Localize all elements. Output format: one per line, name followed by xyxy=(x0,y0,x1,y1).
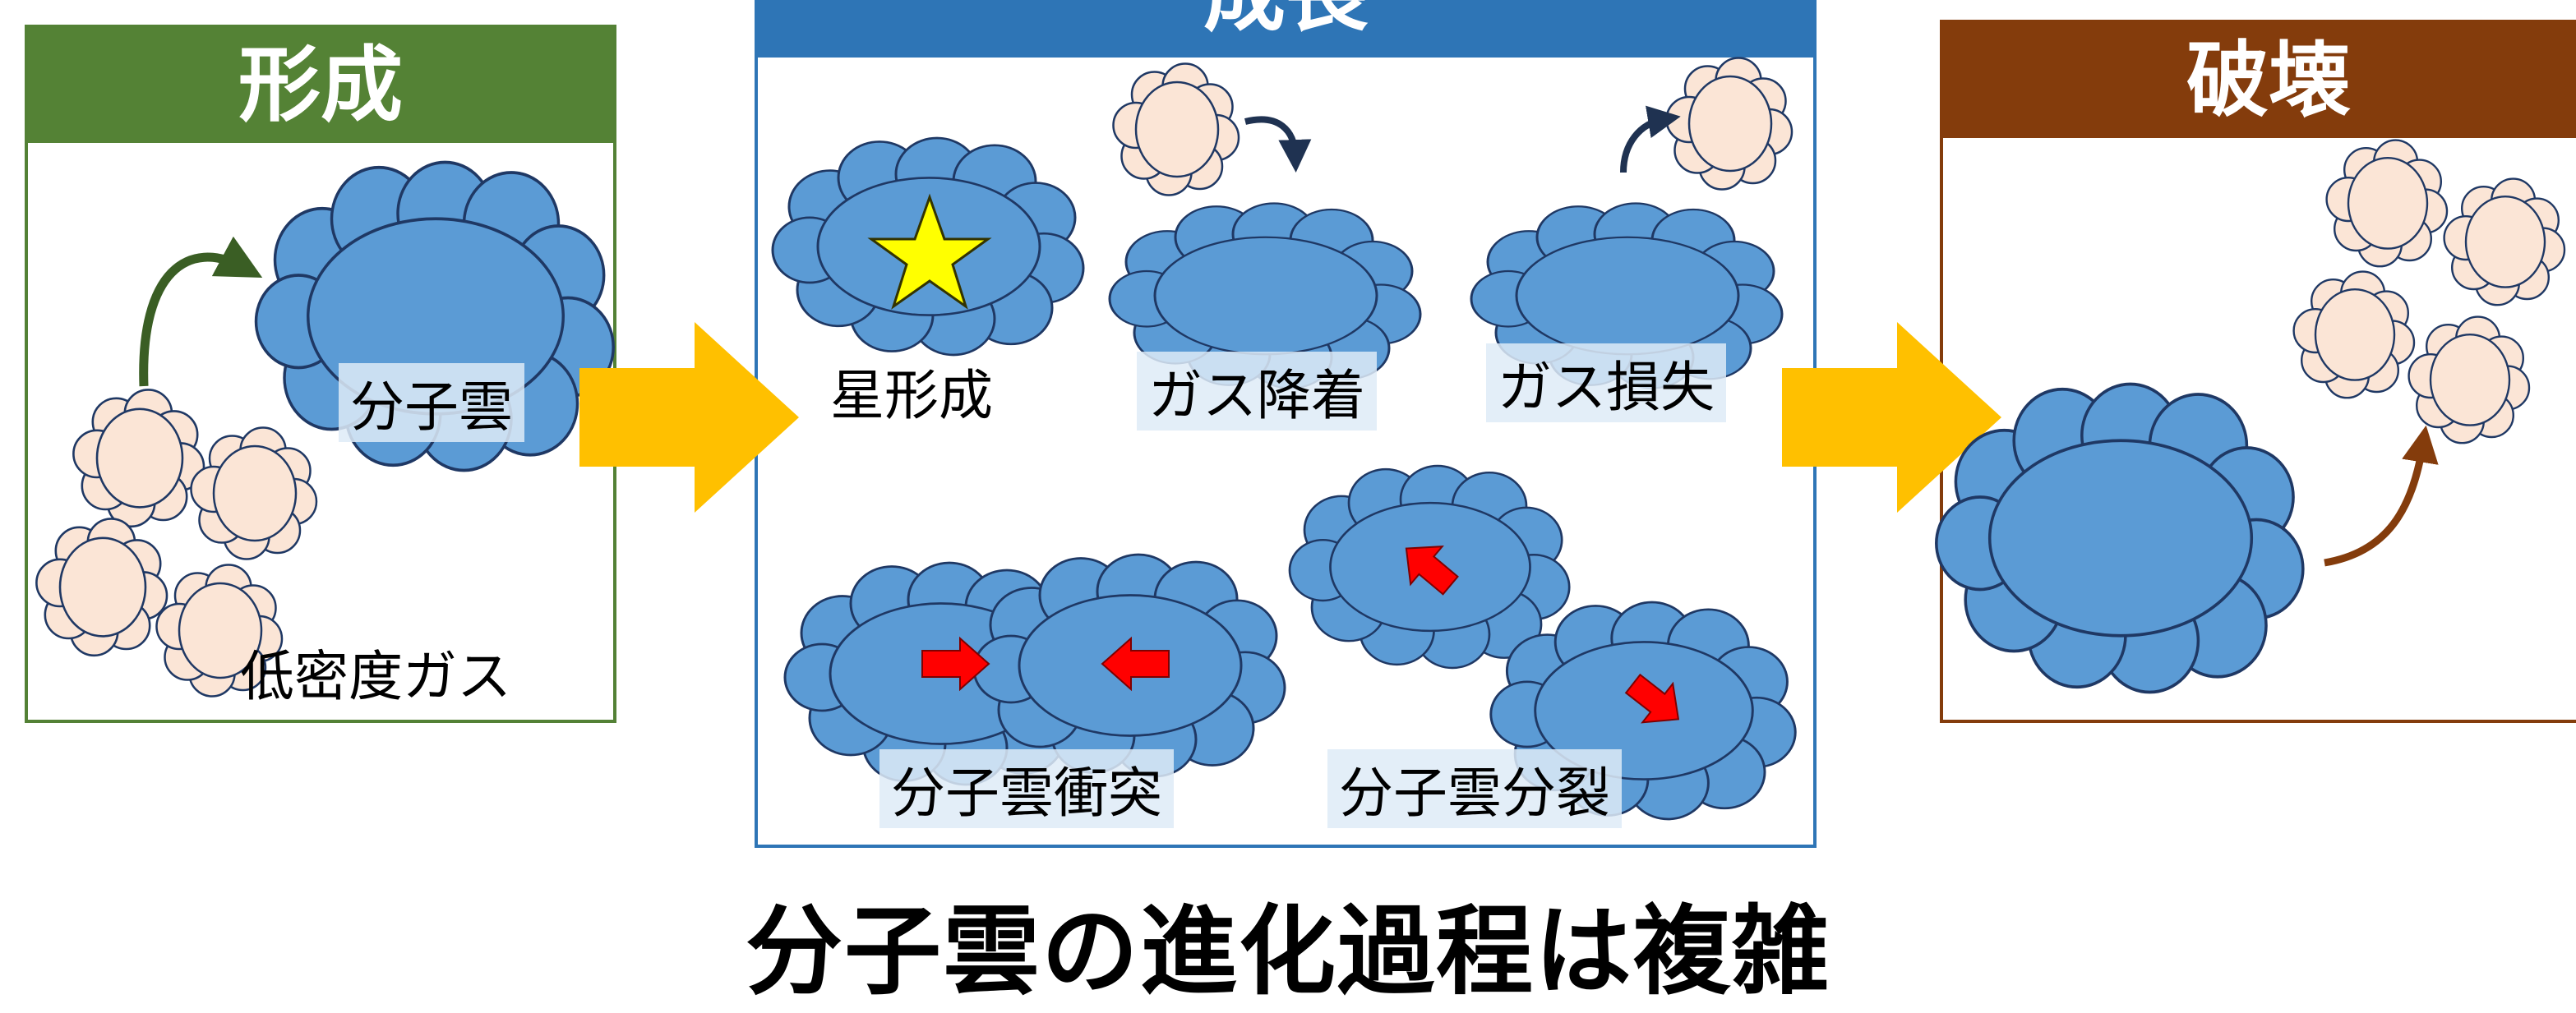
destruction-title: 破壊 xyxy=(1943,23,2576,138)
stage-arrow-1 xyxy=(579,322,799,513)
low-density-gas-label: 低密度ガス xyxy=(240,645,511,708)
diagram-graphics xyxy=(35,57,2566,821)
escaping-gas-puff xyxy=(1665,57,1794,191)
gas-accretion-label: ガス降着 xyxy=(1137,352,1377,431)
accretion-arrow xyxy=(1244,116,1312,173)
cloud-fragmentation-label: 分子雲分裂 xyxy=(1327,749,1622,828)
gas-loss-arrow xyxy=(1620,105,1681,173)
accreting-gas-puff xyxy=(1112,62,1240,196)
gas-loss-label: ガス損失 xyxy=(1486,343,1726,422)
cloud-collision-label: 分子雲衝突 xyxy=(879,749,1174,828)
dispersal-arrow xyxy=(2324,425,2439,567)
fragment-arrow-upper xyxy=(1405,546,1459,596)
growth-title-bar: 成長 xyxy=(758,0,1813,58)
dispersed-gas-puffs xyxy=(2292,139,2566,444)
molecular-cloud-label: 分子雲 xyxy=(339,363,524,442)
fragment-arrow-lower xyxy=(1624,673,1680,724)
formation-title: 形成 xyxy=(28,28,613,143)
collision-arrow-right xyxy=(921,636,990,692)
star-icon xyxy=(867,193,992,310)
collision-arrow-left xyxy=(1101,636,1170,692)
formation-curved-arrow xyxy=(139,236,263,387)
destruction-cloud xyxy=(1934,382,2305,694)
star-formation-label: 星形成 xyxy=(830,364,993,427)
stage-arrow-2 xyxy=(1782,322,2001,513)
footer-title: 分子雲の進化過程は複雑 xyxy=(745,895,1830,1008)
